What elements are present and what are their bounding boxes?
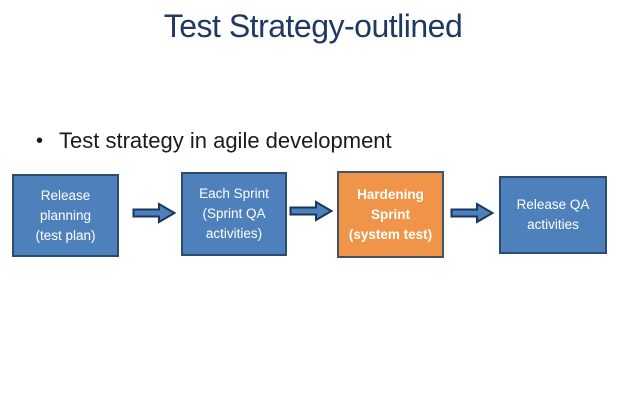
flow-box-label-line: activities <box>527 217 579 232</box>
flow-box-label-line: Sprint <box>371 206 410 222</box>
slide-title: Test Strategy-outlined <box>163 8 463 44</box>
flow-box-label-line: activities) <box>205 226 263 241</box>
flow-box-label-line: (system test) <box>348 226 433 242</box>
flow-box-label-line: Hardening <box>357 186 424 202</box>
bullet-marker: • <box>36 130 44 152</box>
flow-box-label-line: (Sprint QA <box>202 206 266 221</box>
flow-arrow-icon <box>289 200 333 222</box>
flow-box-label-line: (test plan) <box>35 227 96 243</box>
flow-box-label-line: Release <box>40 187 91 203</box>
flow-box-label-line: Each Sprint <box>199 186 269 201</box>
flow-box-release-qa: Release QA activities <box>499 176 607 254</box>
flow-arrow-icon <box>450 202 494 224</box>
flow-box-each-sprint: Each Sprint (Sprint QA activities) <box>181 172 287 256</box>
flow-box-label-line: planning <box>39 207 92 223</box>
bullet-text: Test strategy in agile development <box>59 128 392 153</box>
flow-box-release-planning: Release planning (test plan) <box>12 174 119 257</box>
bullet-item: • Test strategy in agile development <box>36 128 392 154</box>
flow-arrow-icon <box>132 202 176 224</box>
flow-box-label-line: Release QA <box>516 197 590 212</box>
flow-box-hardening-sprint: Hardening Sprint (system test) <box>337 171 444 258</box>
